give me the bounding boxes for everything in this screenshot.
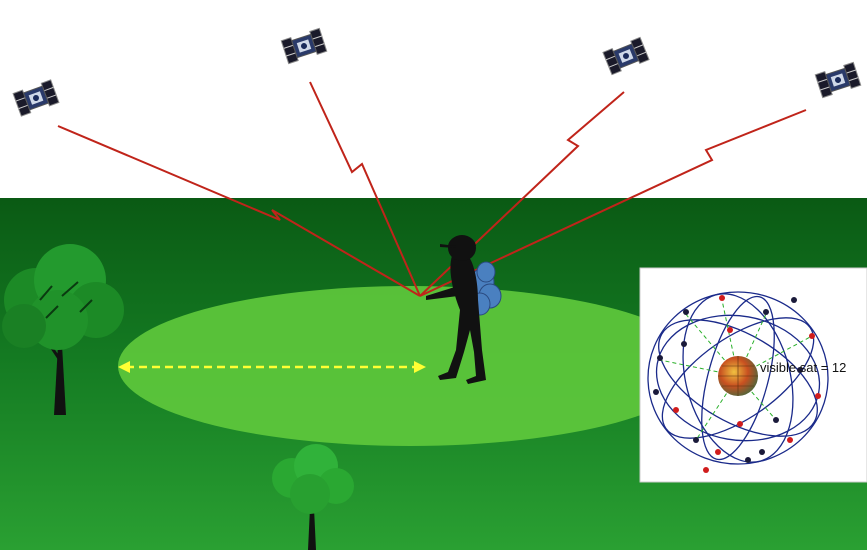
tree-icon bbox=[272, 444, 354, 550]
sky bbox=[0, 0, 867, 198]
backpack bbox=[469, 261, 502, 316]
coverage-area bbox=[118, 286, 702, 446]
signal-line-3 bbox=[419, 91, 625, 297]
tree-icon bbox=[2, 244, 124, 415]
constellation-inset: visible sat = 12 bbox=[639, 267, 867, 483]
orbit-satellites bbox=[653, 295, 821, 473]
globe-icon bbox=[718, 356, 758, 396]
person-icon bbox=[426, 235, 502, 384]
visible-satellites-label: visible sat = 12 bbox=[760, 360, 846, 375]
signal-line-4 bbox=[419, 109, 807, 297]
signal-line-2 bbox=[309, 81, 421, 297]
signal-line-1 bbox=[57, 125, 421, 297]
range-arrow bbox=[118, 361, 426, 373]
signal-lines bbox=[57, 81, 807, 297]
